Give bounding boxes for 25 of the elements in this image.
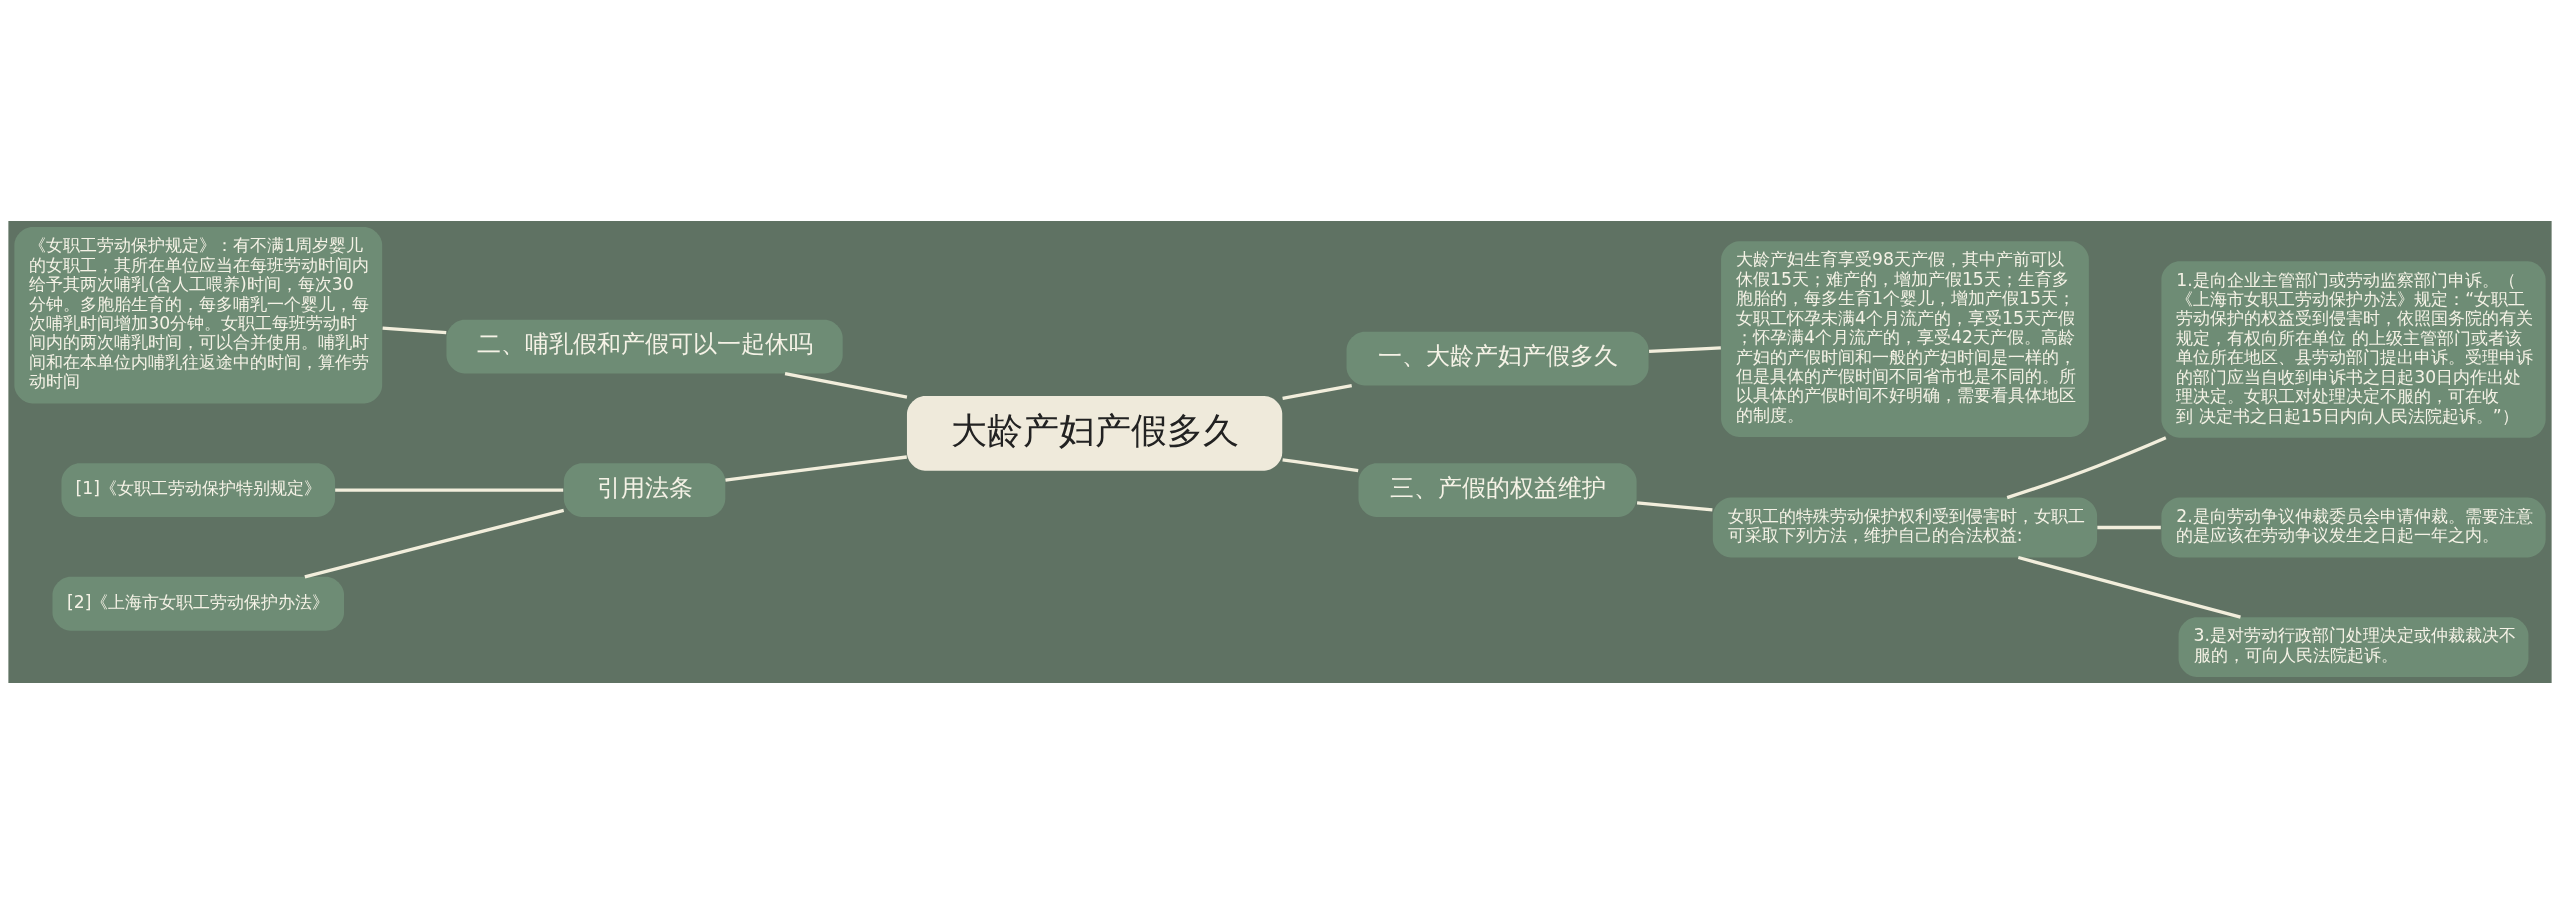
connector [335, 488, 564, 492]
connector [1648, 345, 1721, 353]
connector [1282, 457, 1359, 472]
node-box: 一、大龄产妇产假多久 [1346, 331, 1649, 385]
connector [2097, 525, 2161, 529]
node-box: 女职工的特殊劳动保护权利受到侵害时，女职工可采取下列方法，维护自己的合法权益: [1712, 497, 2098, 557]
connector [2006, 435, 2167, 499]
node-box: 引用法条 [563, 462, 726, 517]
connector [304, 508, 565, 578]
node-box: 2.是向劳动争议仲裁委员会申请仲裁。需要注意的是应该在劳动争议发生之日起一年之内。 [2161, 497, 2546, 557]
node-box: 大龄产妇产假多久 [906, 395, 1283, 471]
connector [2017, 555, 2241, 619]
node-box: 1.是向企业主管部门或劳动监察部门申诉。（《上海市女职工劳动保护办法》规定：“女职工劳动保护的权益受到侵害时，依照国务院的有关规定，有权向所在单位 的上级主管部门或者该单位所在地区、县劳动部门提出申诉。受理申诉的部门应当自收到申诉书之日起30日内作出处理决定。女职工对处理决定不服的，可在收到 决定书之日起15日内向人民法院起诉。”） [2161, 260, 2546, 438]
connector [382, 326, 447, 334]
connector [784, 371, 908, 399]
connector [1636, 500, 1713, 511]
connector [725, 454, 907, 482]
connector [1282, 383, 1352, 400]
node-box: 3.是对劳动行政部门处理决定或仲裁裁决不服的，可向人民法院起诉。 [2178, 616, 2529, 677]
node-box: [2]《上海市女职工劳动保护办法》 [52, 576, 345, 631]
node-box: 大龄产妇生育享受98天产假，其中产前可以休假15天；难产的，增加产假15天；生育多胞胎的，每多生育1个婴儿，增加产假15天；女职工怀孕未满4个月流产的，享受15天产假；怀孕满4个月流产的，享受42天产假。高龄产妇的产假时间和一般的产妇时间是一样的，但是具体的产假时间不同省市也是不同的。所以具体的产假时间不好明确，需要看具体地区的制度。 [1721, 240, 2089, 437]
node-box: [1]《女职工劳动保护特别规定》 [61, 462, 336, 517]
node-box: 《女职工劳动保护规定》：有不满1周岁婴儿的女职工，其所在单位应当在每班劳动时间内给予其两次哺乳(含人工喂养)时间，每次30分钟。多胞胎生育的，每多哺乳一个婴儿，每次哺乳时间增加30分钟。女职工每班劳动时间内的两次哺乳时间，可以合并使用。哺乳时间和在本单位内哺乳往返途中的时间，算作劳动时间 [14, 226, 383, 403]
node-box: 二、哺乳假和产假可以一起休吗 [446, 319, 843, 373]
node-box: 三、产假的权益维护 [1358, 462, 1637, 517]
